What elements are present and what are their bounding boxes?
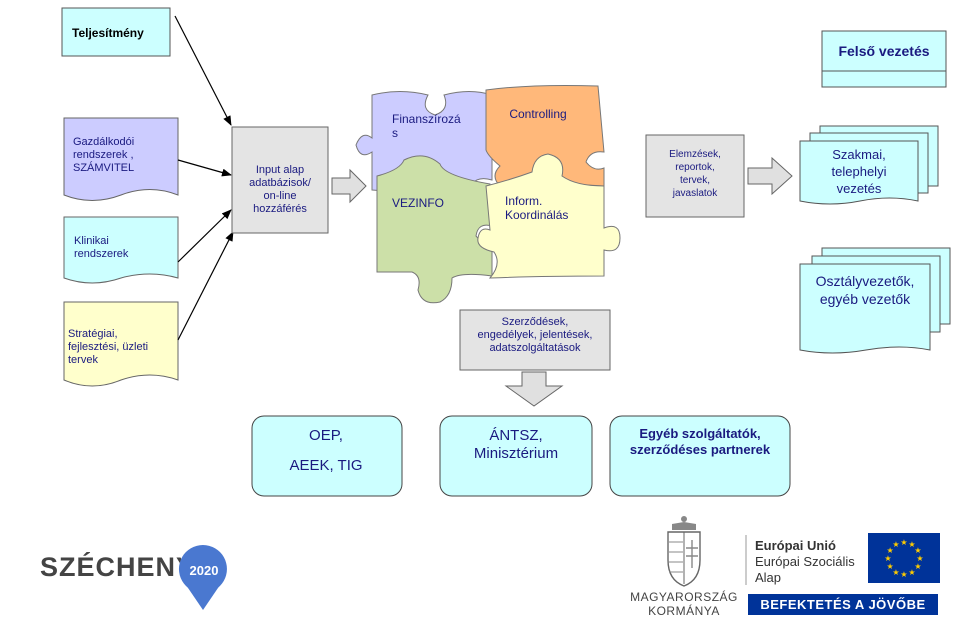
top-management-box: Felső vezetés: [821, 30, 947, 88]
arrow-contracts-down: [504, 371, 564, 407]
performance-label: Teljesítmény: [72, 26, 144, 40]
antsz-box: ÁNTSZ, Minisztérium: [439, 415, 593, 497]
contracts-label-3: adatszolgáltatások: [489, 342, 581, 354]
hungary-line-2: Kormánya: [648, 603, 720, 618]
antsz-label-2: Minisztérium: [474, 445, 558, 462]
analysis-label-1: Elemzések,: [669, 149, 721, 160]
contracts-box: Szerződések, engedélyek, jelentések, ada…: [459, 309, 611, 371]
analysis-label-4: javaslatok: [672, 188, 718, 199]
department-label-2: egyéb vezetők: [820, 291, 911, 307]
contracts-label-2: engedélyek, jelentések,: [478, 329, 593, 341]
invest-banner: BEFEKTETÉS A JÖVŐBE: [748, 594, 938, 615]
department-label-1: Osztályvezetők,: [816, 273, 915, 289]
clinical-systems-doc: Klinikai rendszerek: [63, 216, 179, 284]
eu-star-icon: ★: [892, 568, 899, 577]
coordination-label-2: Koordinálás: [505, 208, 568, 222]
eu-star-icon: ★: [916, 554, 923, 563]
coordination-label-1: Inform.: [505, 194, 542, 208]
eu-line-3: Alap: [755, 570, 781, 585]
arrow-finance-input: [177, 159, 232, 177]
performance-box: Teljesítmény: [61, 7, 171, 57]
controlling-label: Controlling: [509, 107, 566, 121]
top-management-label: Felső vezetés: [838, 43, 929, 59]
strategy-plans-doc: Stratégiai, fejlesztési, üzleti tervek: [63, 301, 179, 387]
clinical-label-2: rendszerek: [74, 248, 129, 260]
eu-star-icon: ★: [914, 562, 921, 571]
clinical-label-1: Klinikai: [74, 235, 109, 247]
szechenyi-year: 2020: [190, 563, 219, 578]
puzzle-coordination-piece: Inform. Koordinálás: [477, 153, 621, 279]
professional-label-3: vezetés: [837, 181, 882, 196]
eu-star-icon: ★: [887, 546, 894, 555]
puzzle-controlling-piece: Controlling: [485, 85, 605, 187]
szechenyi-pin-tip: [186, 585, 220, 610]
professional-label-1: Szakmai,: [832, 147, 885, 162]
other-label-2: szerződéses partnerek: [630, 442, 771, 457]
hungary-line-1: Magyarország: [630, 589, 738, 604]
eu-star-icon: ★: [908, 568, 915, 577]
arrow-input-puzzle: [331, 168, 367, 204]
input-label-2: adatbázisok/: [249, 177, 312, 189]
strategy-label-2: fejlesztési, üzleti: [68, 341, 148, 353]
input-databases-box: Input alap adatbázisok/ on-line hozzáfér…: [231, 126, 329, 234]
strategy-label-3: tervek: [68, 354, 98, 366]
department-heads-docs: Osztályvezetők, egyéb vezetők: [799, 247, 951, 354]
arrow-performance-input: [174, 15, 232, 126]
eu-line-1: Európai Unió: [755, 538, 836, 553]
finance-label-2: rendszerek ,: [73, 149, 134, 161]
hungary-coat-of-arms: [667, 516, 701, 587]
finance-systems-doc: Gazdálkodói rendszerek , SZÁMVITEL: [63, 117, 179, 201]
finance-label-3: SZÁMVITEL: [73, 161, 134, 174]
eu-flag-icon: ★★★★★★★★★★★★: [868, 533, 940, 583]
antsz-label-1: ÁNTSZ,: [489, 427, 542, 444]
oep-label: OEP,: [309, 427, 343, 444]
eu-star-icon: ★: [884, 554, 891, 563]
oep-box: OEP, AEEK, TIG: [251, 415, 403, 497]
contracts-label-1: Szerződések,: [502, 316, 569, 328]
analysis-box: Elemzések, reportok, tervek, javaslatok: [645, 134, 745, 218]
professional-label-2: telephelyi: [832, 164, 887, 179]
input-label-3: on-line: [263, 190, 296, 202]
strategy-label-1: Stratégiai,: [68, 328, 118, 340]
eu-star-icon: ★: [914, 546, 921, 555]
input-label-4: hozzáférés: [253, 203, 307, 215]
szechenyi-badge: [178, 545, 227, 593]
financing-label-2: s: [392, 126, 398, 140]
szechenyi-logo: SZÉCHENYI 2020: [40, 545, 227, 610]
vezinfo-label: VEZINFO: [392, 196, 444, 210]
arrow-clinical-input: [177, 209, 232, 263]
eu-star-icon: ★: [900, 538, 907, 547]
arrow-strategy-input: [177, 231, 234, 341]
analysis-label-3: tervek,: [680, 175, 710, 186]
puzzle-financing-piece: Finanszírozá s: [355, 91, 493, 194]
arrow-analysis-management: [747, 156, 793, 196]
finance-label-1: Gazdálkodói: [73, 136, 134, 148]
analysis-label-2: reportok,: [675, 162, 714, 173]
invest-label: BEFEKTETÉS A JÖVŐBE: [760, 597, 925, 612]
eu-star-icon: ★: [892, 540, 899, 549]
other-providers-box: Egyéb szolgáltatók, szerződéses partnere…: [609, 415, 791, 497]
eu-star-icon: ★: [900, 570, 907, 579]
eu-star-icon: ★: [887, 562, 894, 571]
szechenyi-text: SZÉCHENYI: [40, 551, 204, 582]
eu-line-2: Európai Szociális: [755, 554, 855, 569]
professional-management-docs: Szakmai, telephelyi vezetés: [799, 125, 939, 205]
aeek-label: AEEK, TIG: [289, 457, 362, 474]
financing-label-1: Finanszírozá: [392, 112, 461, 126]
eu-star-icon: ★: [908, 540, 915, 549]
eu-flag-stars: ★★★★★★★★★★★★: [884, 538, 923, 579]
other-label-1: Egyéb szolgáltatók,: [639, 426, 760, 441]
input-label-1: Input alap: [256, 164, 304, 176]
